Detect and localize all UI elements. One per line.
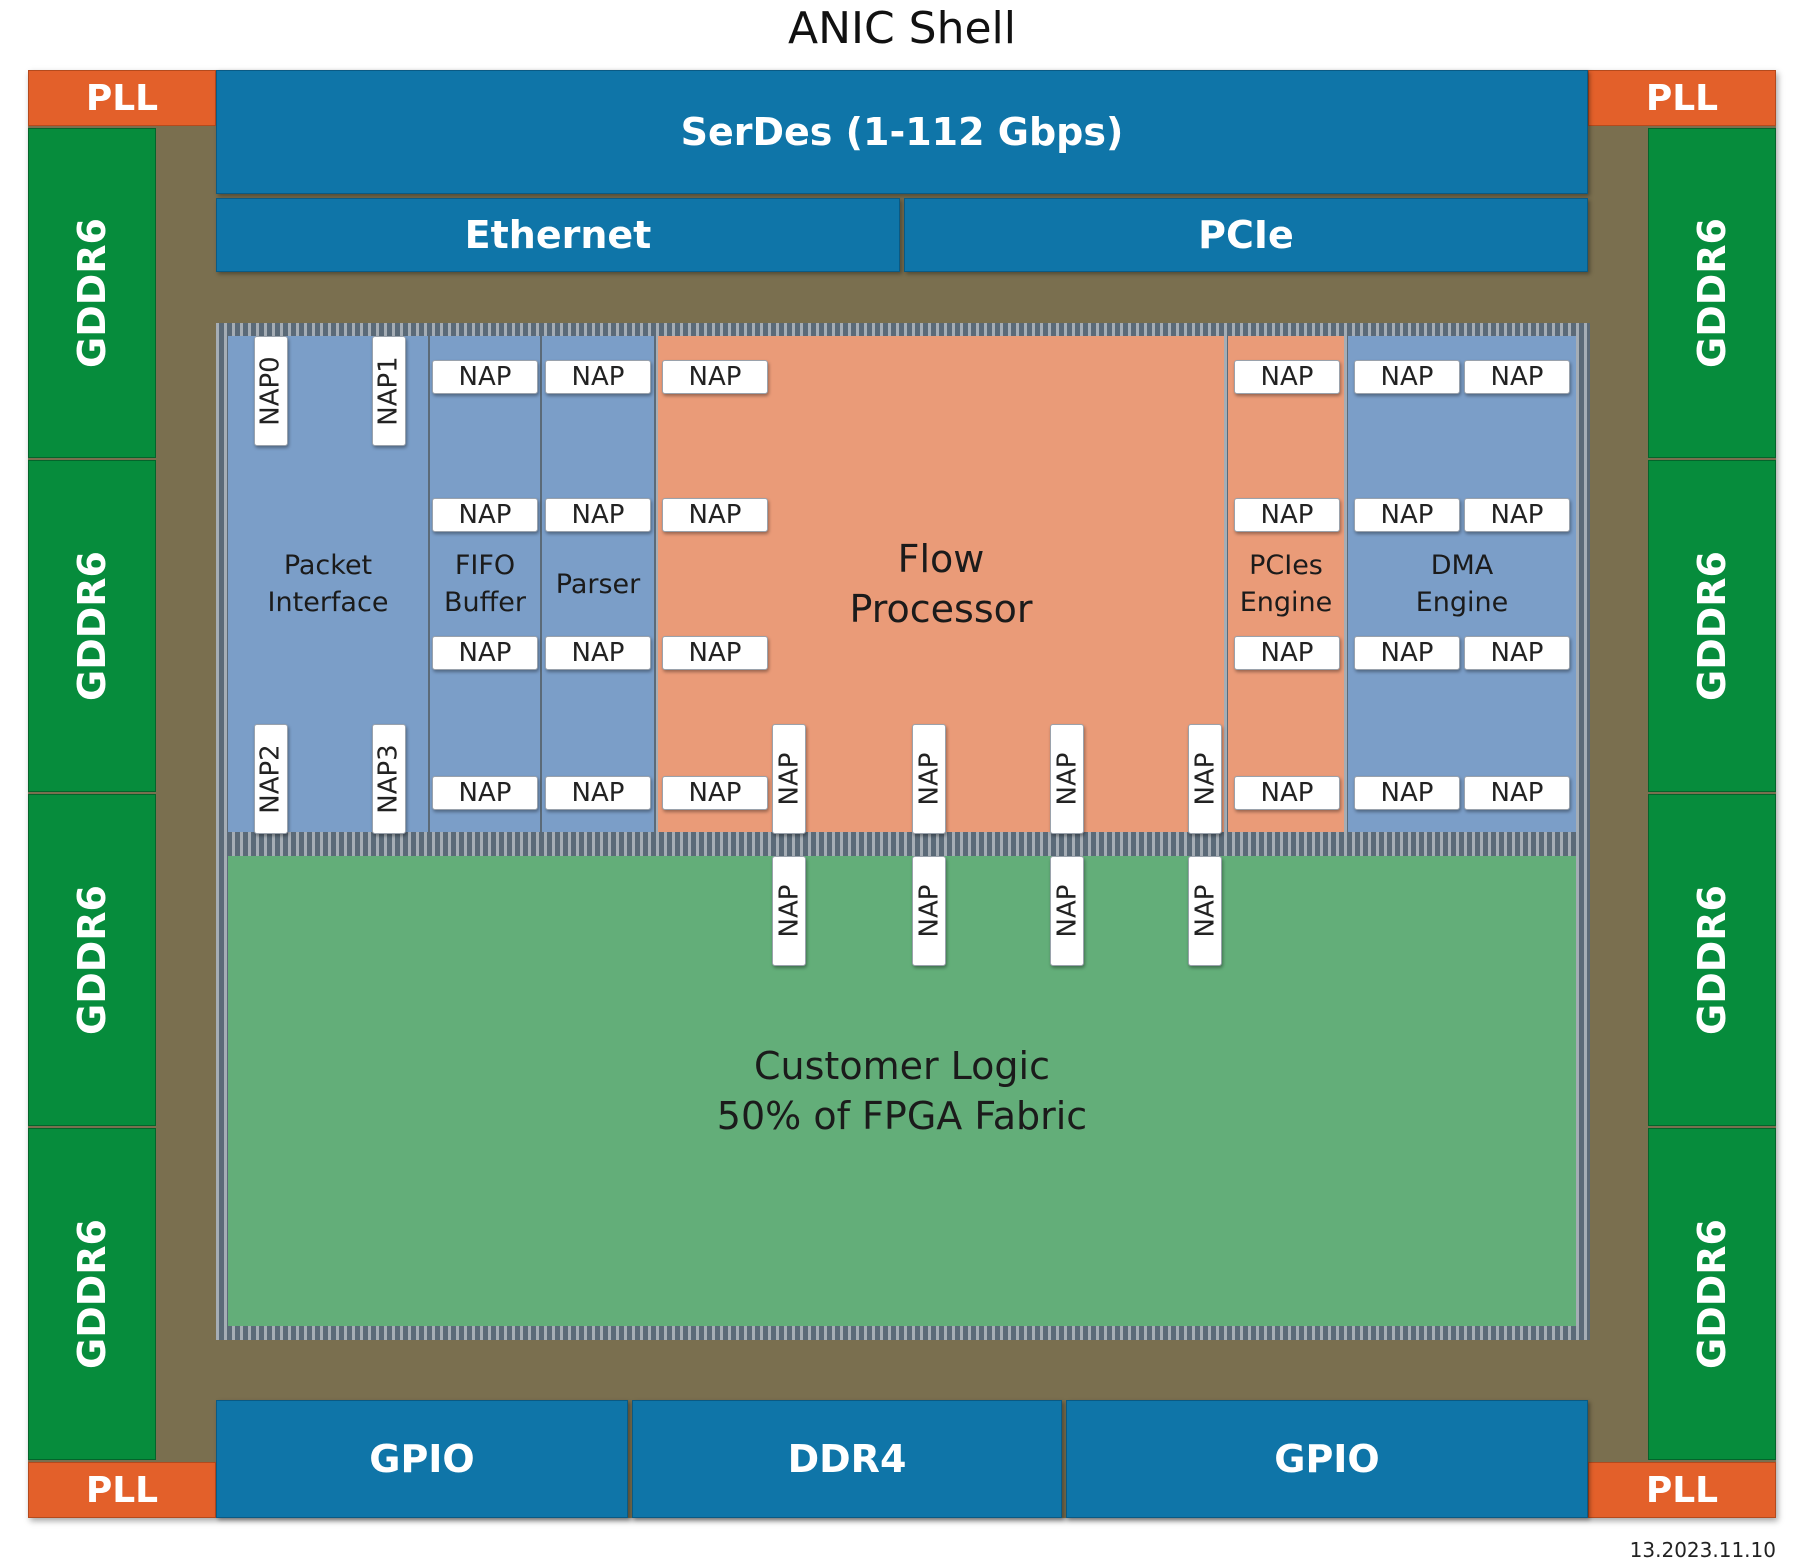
fifo-buffer-block: FIFO Buffer [430,336,540,832]
nap-port: NAP [1234,776,1340,810]
pll-bottom-left: PLL [28,1462,216,1518]
nap-port: NAP [662,498,768,532]
ethernet-block: Ethernet [216,198,900,272]
customer-logic-block: Customer Logic 50% of FPGA Fabric [228,856,1576,1326]
flow-nap-port-2: NAP [912,724,946,834]
diagram-title: ANIC Shell [787,2,1017,54]
nap-port: NAP [432,636,538,670]
flow-nap-port-1: NAP [772,724,806,834]
nap-port: NAP [1354,776,1460,810]
gddr6-right-2: GDDR6 [1648,460,1776,792]
gddr6-left-2: GDDR6 [28,460,156,792]
nap-port: NAP [1464,498,1570,532]
nap-port: NAP [1234,498,1340,532]
pcies-engine-block: PCIes Engine [1228,336,1344,832]
pll-bottom-right: PLL [1588,1462,1776,1518]
gddr6-right-1: GDDR6 [1648,128,1776,458]
nap-port: NAP [1354,498,1460,532]
parser-block: Parser [542,336,654,832]
pll-top-right: PLL [1588,70,1776,126]
flow-nap-port-4: NAP [1188,724,1222,834]
nap-port: NAP [662,360,768,394]
nap-port: NAP [662,636,768,670]
nap-port: NAP [1464,776,1570,810]
nap-port: NAP [545,636,651,670]
nap-port: NAP [1464,360,1570,394]
nap1-port: NAP1 [372,336,406,446]
nap-port: NAP [662,776,768,810]
ddr4-block: DDR4 [632,1400,1062,1518]
nap0-port: NAP0 [254,336,288,446]
gpio-left-block: GPIO [216,1400,628,1518]
nap-port: NAP [545,360,651,394]
nap-port: NAP [1234,636,1340,670]
nap-port: NAP [432,498,538,532]
pll-top-left: PLL [28,70,216,126]
nap-port: NAP [1464,636,1570,670]
nap3-port: NAP3 [372,724,406,834]
nap-port: NAP [1234,360,1340,394]
customer-nap-port-4: NAP [1188,856,1222,966]
nap-port: NAP [1354,636,1460,670]
gddr6-left-1: GDDR6 [28,128,156,458]
flow-nap-port-3: NAP [1050,724,1084,834]
pcie-block: PCIe [904,198,1588,272]
gddr6-right-3: GDDR6 [1648,794,1776,1126]
gpio-right-block: GPIO [1066,1400,1588,1518]
serdes-block: SerDes (1-112 Gbps) [216,70,1588,194]
customer-nap-port-1: NAP [772,856,806,966]
gddr6-left-3: GDDR6 [28,794,156,1126]
dma-engine-block: DMA Engine [1348,336,1576,832]
customer-nap-port-3: NAP [1050,856,1084,966]
nap-port: NAP [432,360,538,394]
nap-port: NAP [1354,360,1460,394]
nap-port: NAP [545,498,651,532]
gddr6-left-4: GDDR6 [28,1128,156,1460]
nap2-port: NAP2 [254,724,288,834]
gddr6-right-4: GDDR6 [1648,1128,1776,1460]
nap-port: NAP [545,776,651,810]
customer-nap-port-2: NAP [912,856,946,966]
nap-port: NAP [432,776,538,810]
version-note: 13.2023.11.10 [1629,1538,1776,1562]
